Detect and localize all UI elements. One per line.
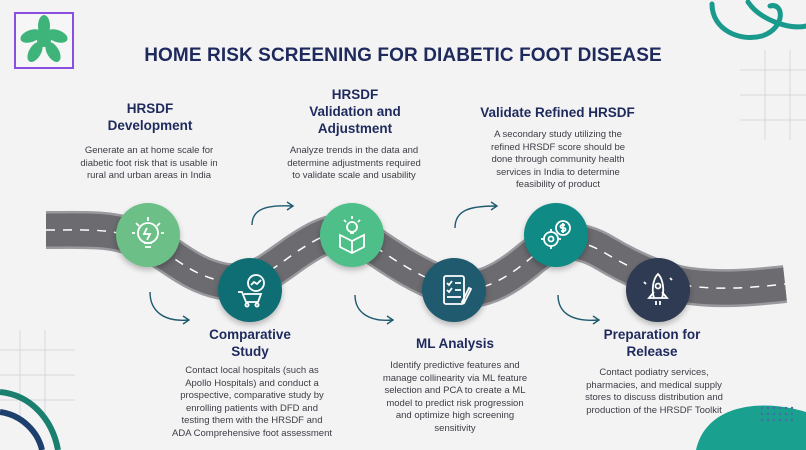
step-3-title: HRSDF Validation and Adjustment (309, 87, 401, 136)
step-6-description: Contact podiatry services, pharmacies, a… (585, 367, 723, 416)
grid-decoration-top-right (740, 50, 806, 140)
step-4-description: Identify predictive features and manage … (382, 360, 528, 434)
checklist-icon (443, 275, 473, 305)
blob-decoration-bottom-right (696, 405, 806, 450)
connector-arrows (149, 201, 601, 325)
step-3-description: Analyze trends in the data and determine… (287, 145, 421, 181)
logo (14, 12, 74, 69)
swirl-decoration-top-right (709, 0, 806, 40)
step-4-circle (422, 258, 486, 322)
arc-decoration-bottom-left (0, 389, 61, 450)
page-title: HOME RISK SCREENING FOR DIABETIC FOOT DI… (144, 45, 662, 66)
dots-decoration (760, 406, 794, 422)
step-1-circle (116, 203, 180, 267)
step-2-circle (218, 258, 282, 322)
step-6-circle (626, 258, 690, 322)
step-1-description: Generate an at home scale for diabetic f… (80, 145, 218, 181)
step-2-description: Contact local hospitals (such as Apollo … (172, 365, 332, 439)
step-5-description: A secondary study utilizing the refined … (490, 129, 626, 190)
rocket-icon (643, 272, 673, 305)
step-4-title: ML Analysis (415, 336, 495, 351)
step-5-circle (524, 203, 588, 267)
lightbulb-gear-icon (132, 217, 164, 248)
money-gear-icon (541, 220, 571, 249)
grid-decoration-bottom-left (0, 330, 75, 420)
step-2-title: Comparative Study (209, 327, 291, 359)
step-3-circle (320, 203, 384, 267)
asterisk-logo-icon (20, 15, 68, 62)
cart-chart-icon (238, 274, 265, 308)
box-idea-icon (339, 216, 365, 255)
step-1-title: HRSDF Development (107, 101, 193, 133)
step-5-title: Validate Refined HRSDF (480, 105, 635, 120)
step-6-title: Preparation for Release (603, 327, 701, 359)
